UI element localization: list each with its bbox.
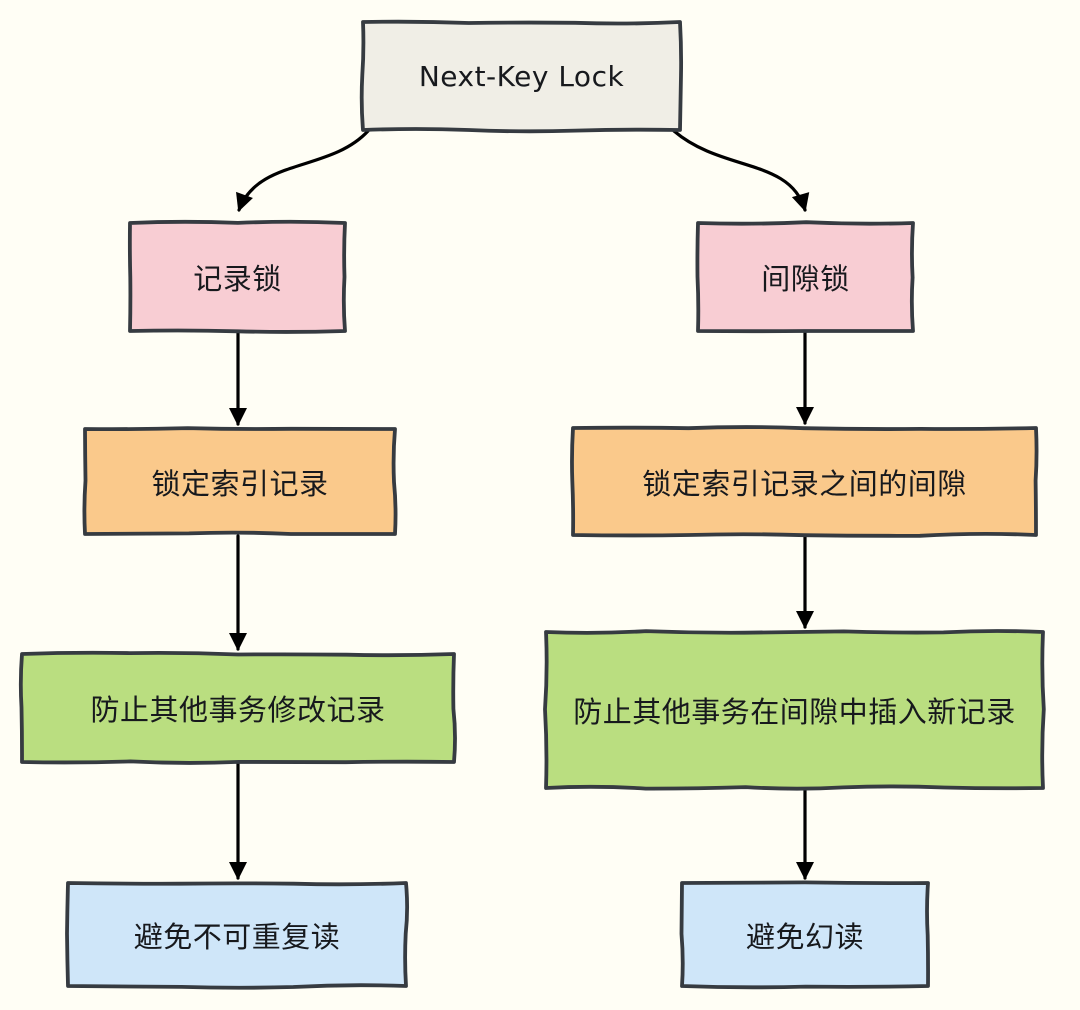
node-box-gap-lock-scope — [570, 425, 1039, 538]
edge-layer — [229, 129, 814, 880]
node-box-record-lock-scope — [82, 426, 398, 536]
node-layer — [18, 19, 1046, 990]
node-box-next-key-lock — [359, 19, 684, 134]
node-box-gap-lock — [695, 220, 915, 334]
node-box-record-lock-benefit — [65, 881, 410, 990]
edge-nextkeylock-to-recordlock — [236, 129, 370, 212]
node-box-gap-lock-purpose — [543, 629, 1046, 791]
node-box-record-lock-purpose — [18, 650, 457, 765]
edge-nextkeylock-to-gaplock — [672, 129, 810, 212]
node-box-gap-lock-benefit — [679, 880, 930, 990]
node-box-record-lock — [127, 219, 347, 334]
